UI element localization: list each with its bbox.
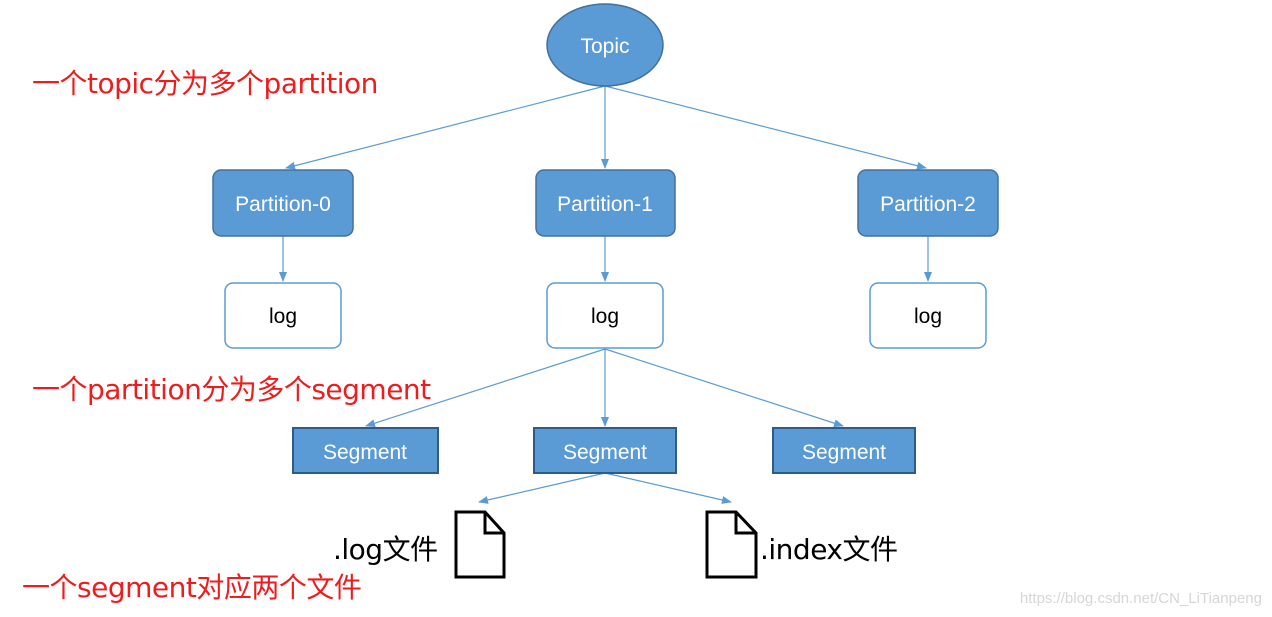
index-file-label: .index文件	[760, 533, 898, 566]
log-node-2: log	[869, 282, 987, 349]
edges	[279, 85, 932, 504]
log-node-0: log	[224, 282, 342, 349]
edge-topic-partition-2	[604, 85, 927, 170]
topic-label: Topic	[580, 35, 629, 58]
segment-label: Segment	[802, 441, 886, 464]
segment-node-2: Segment	[772, 427, 916, 474]
edge-segment-logfile	[478, 472, 606, 504]
log-label: log	[269, 305, 297, 328]
log-label: log	[914, 305, 942, 328]
segment-label: Segment	[323, 441, 407, 464]
partition-label: Partition-0	[235, 193, 331, 216]
segment-node-0: Segment	[292, 427, 439, 474]
annotation-segment-files: 一个segment对应两个文件	[22, 571, 362, 604]
partition-label: Partition-2	[880, 193, 976, 216]
segment-label: Segment	[563, 441, 647, 464]
annotation-topic-partition: 一个topic分为多个partition	[32, 67, 378, 100]
partition-node-2: Partition-2	[857, 169, 999, 237]
partition-node-0: Partition-0	[212, 169, 354, 237]
partition-node-1: Partition-1	[535, 169, 676, 237]
edge-segment-indexfile	[604, 472, 732, 504]
edge-log-segment-2	[604, 348, 844, 428]
annotation-partition-segment: 一个partition分为多个segment	[32, 373, 431, 406]
document-icon	[705, 510, 758, 579]
log-label: log	[591, 305, 619, 328]
partition-label: Partition-1	[557, 193, 653, 216]
document-icon	[454, 510, 506, 579]
log-node-1: log	[546, 282, 664, 349]
segment-node-1: Segment	[533, 427, 677, 474]
edge-topic-partition-0	[285, 85, 606, 170]
watermark: https://blog.csdn.net/CN_LiTianpeng	[1019, 590, 1262, 607]
log-file-label: .log文件	[333, 533, 438, 566]
topic-node: Topic	[546, 3, 664, 87]
edge-log-segment-0	[365, 348, 606, 428]
